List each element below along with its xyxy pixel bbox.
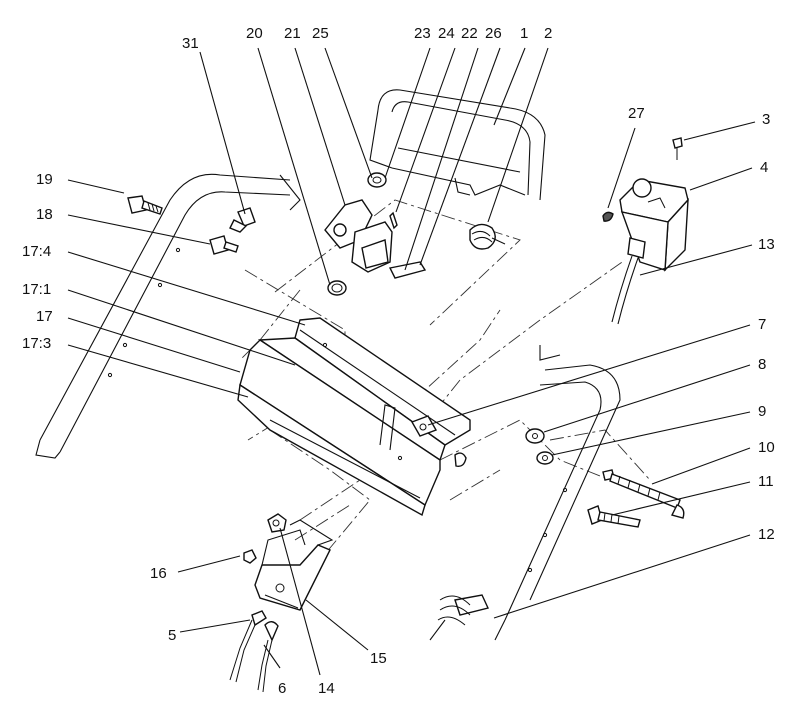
callout-26: 26 bbox=[485, 25, 502, 42]
callout-9: 9 bbox=[758, 403, 766, 420]
callout-27: 27 bbox=[628, 105, 645, 122]
callout-17: 17 bbox=[36, 308, 53, 325]
bolts-left bbox=[127, 195, 256, 255]
callout-18: 18 bbox=[36, 206, 53, 223]
callout-11: 11 bbox=[758, 473, 774, 490]
callout-31: 31 bbox=[182, 35, 199, 52]
callout-1: 1 bbox=[520, 25, 528, 42]
upper-bracket bbox=[369, 89, 546, 201]
callout-6: 6 bbox=[278, 680, 286, 697]
callout-4: 4 bbox=[760, 159, 768, 176]
callout-7: 7 bbox=[758, 316, 766, 333]
right-hardware bbox=[525, 428, 685, 528]
callout-15: 15 bbox=[370, 650, 387, 667]
center-bracket-assembly bbox=[324, 172, 506, 296]
callout-21: 21 bbox=[284, 25, 301, 42]
callout-25: 25 bbox=[312, 25, 329, 42]
callout-19: 19 bbox=[36, 171, 53, 188]
callout-12: 12 bbox=[758, 526, 775, 543]
leader-lines bbox=[67, 47, 756, 676]
callout-5: 5 bbox=[168, 627, 176, 644]
callout-24: 24 bbox=[438, 25, 455, 42]
left-handle-tube bbox=[35, 173, 301, 459]
callout-17-4: 17:4 bbox=[22, 243, 51, 260]
main-plate bbox=[237, 317, 471, 517]
callout-16: 16 bbox=[150, 565, 167, 582]
callout-2: 2 bbox=[544, 25, 552, 42]
lower-bracket bbox=[229, 513, 334, 693]
callout-13: 13 bbox=[758, 236, 775, 253]
callout-22: 22 bbox=[461, 25, 478, 42]
callout-8: 8 bbox=[758, 356, 766, 373]
right-handle-tube bbox=[429, 345, 621, 641]
callout-23: 23 bbox=[414, 25, 431, 42]
callout-14: 14 bbox=[318, 680, 335, 697]
callout-10: 10 bbox=[758, 439, 775, 456]
callout-20: 20 bbox=[246, 25, 263, 42]
callout-labels: 31 20 21 25 23 24 22 26 1 2 27 3 4 13 19… bbox=[22, 25, 775, 697]
control-box bbox=[602, 137, 689, 325]
callout-3: 3 bbox=[762, 111, 770, 128]
callout-17-1: 17:1 bbox=[22, 281, 51, 298]
callout-17-3: 17:3 bbox=[22, 335, 51, 352]
